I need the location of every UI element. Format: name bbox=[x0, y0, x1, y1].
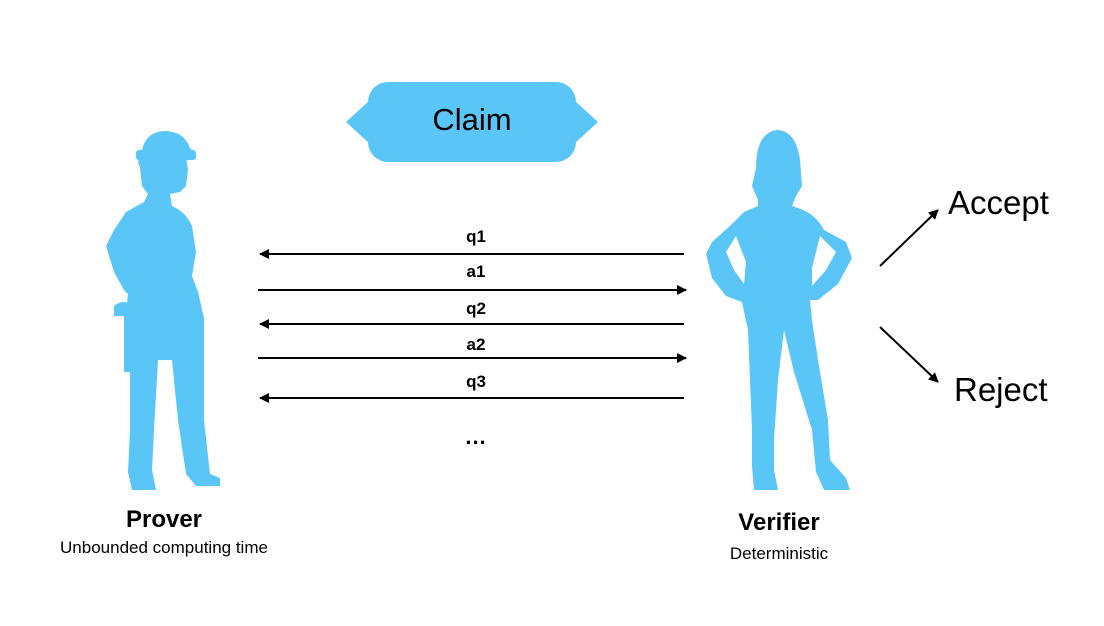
verifier-figure bbox=[706, 130, 852, 490]
verifier-name: Verifier bbox=[738, 509, 820, 536]
prover-description: Unbounded computing time bbox=[60, 538, 268, 557]
reject-label: Reject bbox=[954, 371, 1048, 408]
claim-bubble bbox=[346, 82, 598, 162]
message-label-q2: q2 bbox=[466, 299, 486, 318]
continuation-dots: ... bbox=[465, 424, 487, 449]
arrow-reject bbox=[879, 326, 939, 383]
message-label-q3: q3 bbox=[466, 372, 486, 391]
message-label-a1: a1 bbox=[466, 262, 486, 281]
prover-figure bbox=[106, 131, 220, 490]
message-label-q1: q1 bbox=[466, 227, 486, 246]
prover-name: Prover bbox=[125, 506, 203, 533]
arrow-accept bbox=[879, 209, 939, 267]
verifier-description: Deterministic bbox=[729, 544, 829, 563]
message-label-a2: a2 bbox=[466, 335, 486, 354]
claim-label: Claim bbox=[432, 102, 512, 137]
accept-label: Accept bbox=[948, 184, 1049, 221]
